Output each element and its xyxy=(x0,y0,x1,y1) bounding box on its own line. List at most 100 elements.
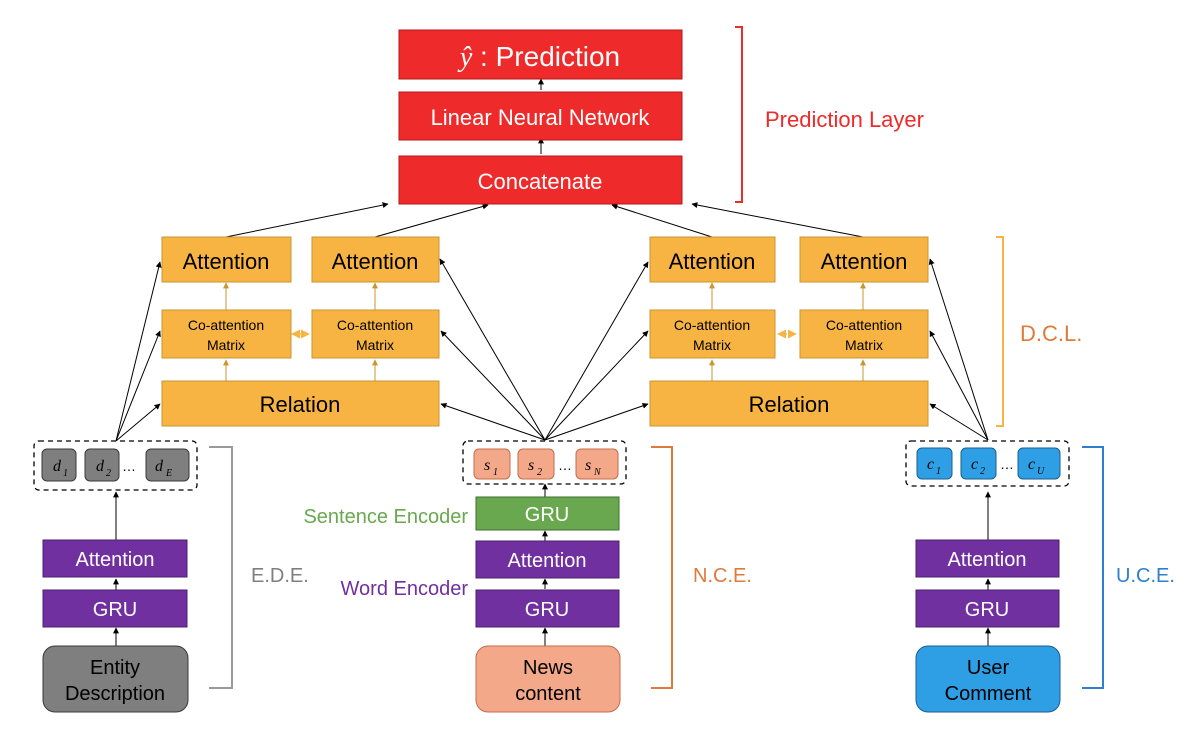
prediction-label: : Prediction xyxy=(472,41,620,72)
svg-text:Entity: Entity xyxy=(90,657,140,679)
svg-text:GRU: GRU xyxy=(965,599,1009,621)
uce-bracket xyxy=(1082,446,1104,689)
prediction-symbol: ŷ xyxy=(457,42,473,73)
coattention-matrix-box-1: Co-attention Matrix xyxy=(161,309,292,359)
entity-token-last: d E xyxy=(145,448,190,482)
dcl-right: Attention Attention Co-attention Matrix … xyxy=(649,236,929,427)
comment-token-last: c U xyxy=(1017,447,1061,480)
svg-text:2: 2 xyxy=(106,468,111,479)
coattention-matrix-box-2: Co-attention Matrix xyxy=(311,309,440,359)
svg-text:N: N xyxy=(593,467,602,478)
svg-text:Description: Description xyxy=(65,683,165,705)
ede-label: E.D.E. xyxy=(251,565,309,587)
attention-label: Attention xyxy=(821,249,908,274)
comment-token-1: c 1 xyxy=(916,447,953,480)
coattention-matrix-box-3: Co-attention Matrix xyxy=(649,309,776,359)
dcl-bracket xyxy=(996,236,1004,427)
svg-text:News: News xyxy=(523,657,573,679)
relation-box-right: Relation xyxy=(649,380,929,427)
svg-text:c: c xyxy=(927,456,934,473)
ede-gru-box: GRU xyxy=(42,589,188,628)
svg-text:s: s xyxy=(484,457,490,474)
svg-text:Attention: Attention xyxy=(948,549,1027,571)
attention-box-4: Attention xyxy=(799,236,929,283)
nce-bracket xyxy=(651,446,673,689)
ellipsis: … xyxy=(1000,456,1014,472)
coattention-line1: Co-attention xyxy=(674,317,750,333)
coattention-matrix-box-4: Co-attention Matrix xyxy=(799,309,929,359)
linear-neural-network-box: Linear Neural Network xyxy=(398,91,683,141)
coattention-line1: Co-attention xyxy=(337,317,413,333)
attention-box-1: Attention xyxy=(161,236,292,283)
svg-text:E: E xyxy=(165,468,172,479)
svg-text:1: 1 xyxy=(63,468,68,479)
concatenate-label: Concatenate xyxy=(478,169,603,194)
entity-token-2: d 2 xyxy=(84,448,120,482)
nce-label: N.C.E. xyxy=(693,565,752,587)
svg-text:1: 1 xyxy=(493,467,498,478)
attention-label: Attention xyxy=(183,249,270,274)
relation-box-left: Relation xyxy=(161,380,440,427)
svg-text:GRU: GRU xyxy=(525,599,569,621)
word-encoder-label: Word Encoder xyxy=(341,578,469,600)
nce-gru-box: GRU xyxy=(475,589,620,628)
coattention-line1: Co-attention xyxy=(188,317,264,333)
user-comment-input: User Comment xyxy=(915,645,1061,713)
sentence-token-1: s 1 xyxy=(473,448,511,480)
svg-text:content: content xyxy=(515,683,581,705)
relation-label: Relation xyxy=(749,392,830,417)
svg-text:s: s xyxy=(585,457,591,474)
connections xyxy=(113,78,991,646)
svg-text:GRU: GRU xyxy=(93,599,137,621)
prediction-output-box: ŷ : Prediction xyxy=(398,29,683,80)
sentence-gru-box: GRU xyxy=(475,496,620,531)
svg-text:Attention: Attention xyxy=(76,549,155,571)
ede-attention-box: Attention xyxy=(42,539,188,578)
svg-text:d: d xyxy=(53,458,62,475)
uce-gru-box: GRU xyxy=(915,589,1060,628)
nce-attention-box: Attention xyxy=(475,540,620,579)
uce-attention-box: Attention xyxy=(915,539,1060,578)
ellipsis: … xyxy=(558,457,572,473)
ede-bracket xyxy=(209,446,233,689)
dcl-internal-connections xyxy=(223,282,866,381)
coattention-line2: Matrix xyxy=(845,337,883,353)
attention-box-3: Attention xyxy=(649,236,776,283)
uce-token-group: c 1 c 2 … c U xyxy=(905,440,1070,487)
ede-token-group: d 1 d 2 … d E xyxy=(33,440,198,491)
attention-box-2: Attention xyxy=(311,236,440,283)
svg-text:c: c xyxy=(971,456,978,473)
coattention-line2: Matrix xyxy=(693,337,731,353)
svg-text:d: d xyxy=(96,458,105,475)
linear-nn-label: Linear Neural Network xyxy=(431,105,651,130)
svg-text:Comment: Comment xyxy=(945,683,1032,705)
attention-label: Attention xyxy=(669,249,756,274)
svg-text:2: 2 xyxy=(980,466,985,477)
comment-token-2: c 2 xyxy=(960,447,997,480)
entity-description-input: Entity Description xyxy=(42,645,189,713)
sentence-token-last: s N xyxy=(575,448,619,480)
svg-text:1: 1 xyxy=(936,466,941,477)
prediction-layer-label: Prediction Layer xyxy=(765,107,924,132)
entity-token-1: d 1 xyxy=(41,448,77,482)
svg-text:Attention: Attention xyxy=(508,550,587,572)
coattention-line2: Matrix xyxy=(356,337,394,353)
svg-text:ŷ : Prediction: ŷ : Prediction xyxy=(457,41,620,73)
svg-text:GRU: GRU xyxy=(525,504,569,526)
uce-label: U.C.E. xyxy=(1116,565,1175,587)
dcl-label: D.C.L. xyxy=(1020,321,1082,346)
relation-label: Relation xyxy=(260,392,341,417)
svg-text:c: c xyxy=(1028,456,1035,473)
attention-label: Attention xyxy=(332,249,419,274)
news-content-input: News content xyxy=(475,645,621,713)
nce-token-group: s 1 s 2 … s N xyxy=(462,440,627,485)
svg-text:2: 2 xyxy=(537,467,542,478)
dcl-left: Attention Attention Co-attention Matrix … xyxy=(161,236,440,427)
ellipsis: … xyxy=(122,458,136,474)
svg-text:s: s xyxy=(528,457,534,474)
sentence-token-2: s 2 xyxy=(517,448,555,480)
sentence-encoder-label: Sentence Encoder xyxy=(303,506,468,528)
coattention-line2: Matrix xyxy=(207,337,245,353)
concatenate-box: Concatenate xyxy=(398,155,683,205)
